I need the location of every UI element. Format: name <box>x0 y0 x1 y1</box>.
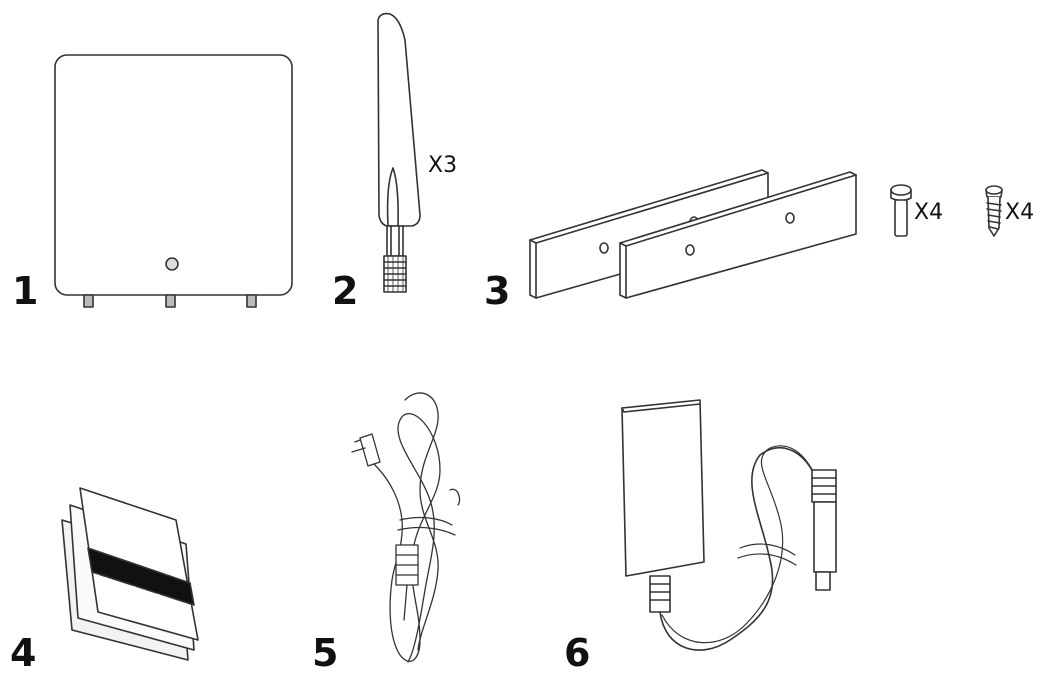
bolt-quantity: X4 <box>914 200 944 225</box>
mounting-bracket-icon <box>529 169 857 299</box>
bolt-icon <box>890 184 912 237</box>
item-number-1: 1 <box>12 269 39 313</box>
wood-screw-quantity: X4 <box>1005 200 1035 225</box>
item-number-5: 5 <box>312 631 339 675</box>
quick-guide-booklet-icon <box>61 487 199 661</box>
item-number-2: 2 <box>332 269 359 313</box>
item-number-6: 6 <box>564 631 591 675</box>
antenna-quantity: X3 <box>428 153 458 178</box>
router-icon <box>54 54 293 308</box>
power-cable-icon <box>351 392 461 663</box>
item-number-4: 4 <box>10 631 37 675</box>
power-adapter-icon <box>621 399 837 651</box>
antenna-icon <box>377 12 421 293</box>
item-number-3: 3 <box>484 269 511 313</box>
wood-screw-icon <box>985 185 1003 237</box>
